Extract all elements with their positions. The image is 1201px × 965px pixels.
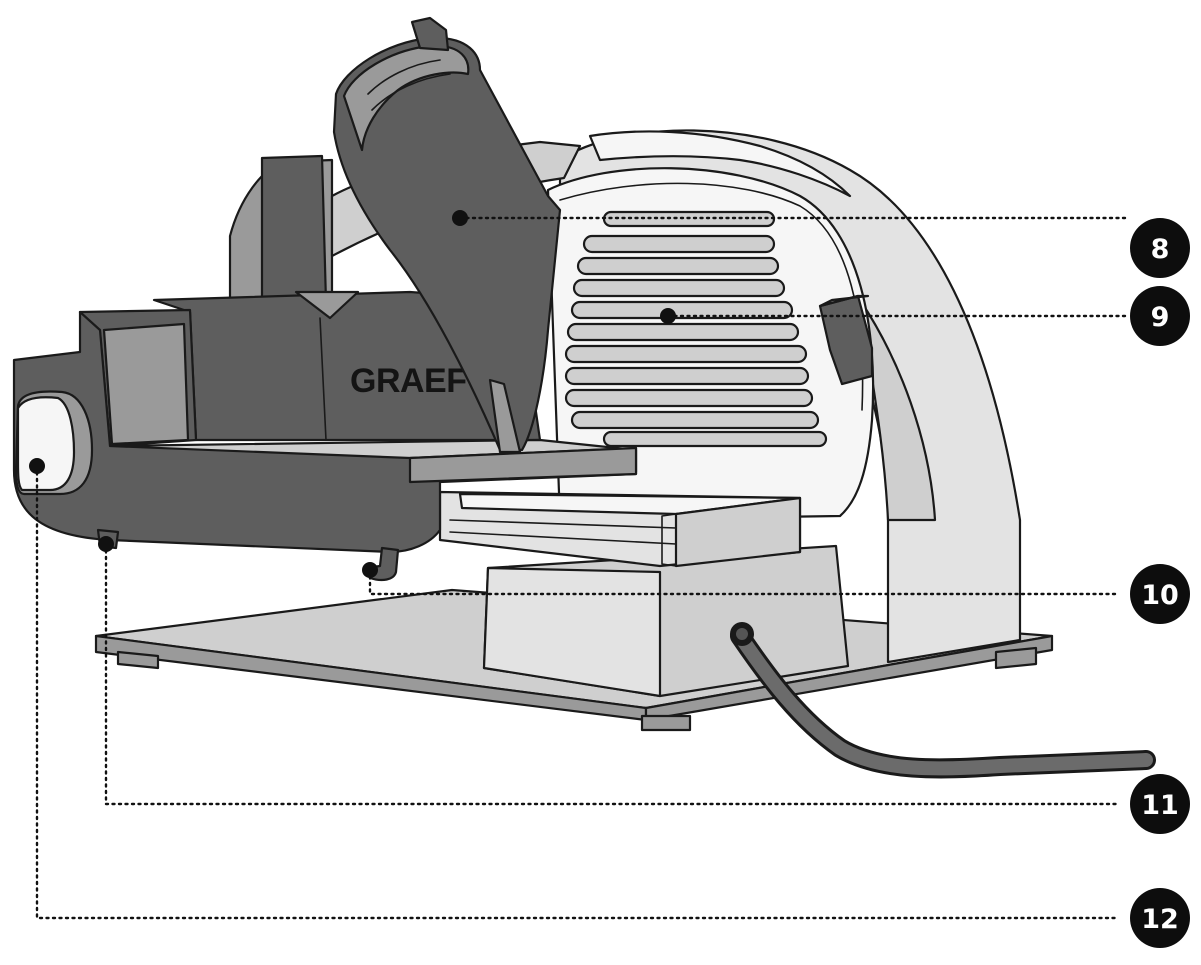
callout-10: 10	[1130, 564, 1190, 624]
foot-front-center	[640, 714, 692, 732]
callout-8-label: 8	[1151, 234, 1170, 265]
foot-back-right	[994, 646, 1038, 670]
callout-11: 11	[1130, 774, 1190, 834]
brand-logo-text: GRAEF	[350, 362, 467, 400]
callout-8: 8	[1130, 218, 1190, 278]
slide-tray	[438, 490, 802, 568]
callout-9: 9	[1130, 286, 1190, 346]
anchor-dot-11	[98, 536, 114, 552]
leader-12	[35, 464, 1120, 920]
callout-10-label: 10	[1141, 580, 1179, 611]
callout-9-label: 9	[1151, 302, 1170, 333]
anchor-dot-12	[29, 458, 45, 474]
callout-12: 12	[1130, 888, 1190, 948]
leader-anchor-dots	[29, 210, 676, 578]
side-knob	[818, 294, 874, 386]
pedestal	[482, 544, 850, 698]
power-cord	[730, 622, 1156, 779]
food-pusher	[332, 16, 562, 454]
leader-11	[104, 542, 1120, 806]
anchor-dot-10	[362, 562, 378, 578]
anchor-dot-8	[452, 210, 468, 226]
callout-12-label: 12	[1141, 904, 1179, 935]
callout-11-label: 11	[1141, 790, 1179, 821]
anchor-dot-9	[660, 308, 676, 324]
foot-front-left	[116, 650, 160, 670]
front-knob	[14, 390, 94, 496]
